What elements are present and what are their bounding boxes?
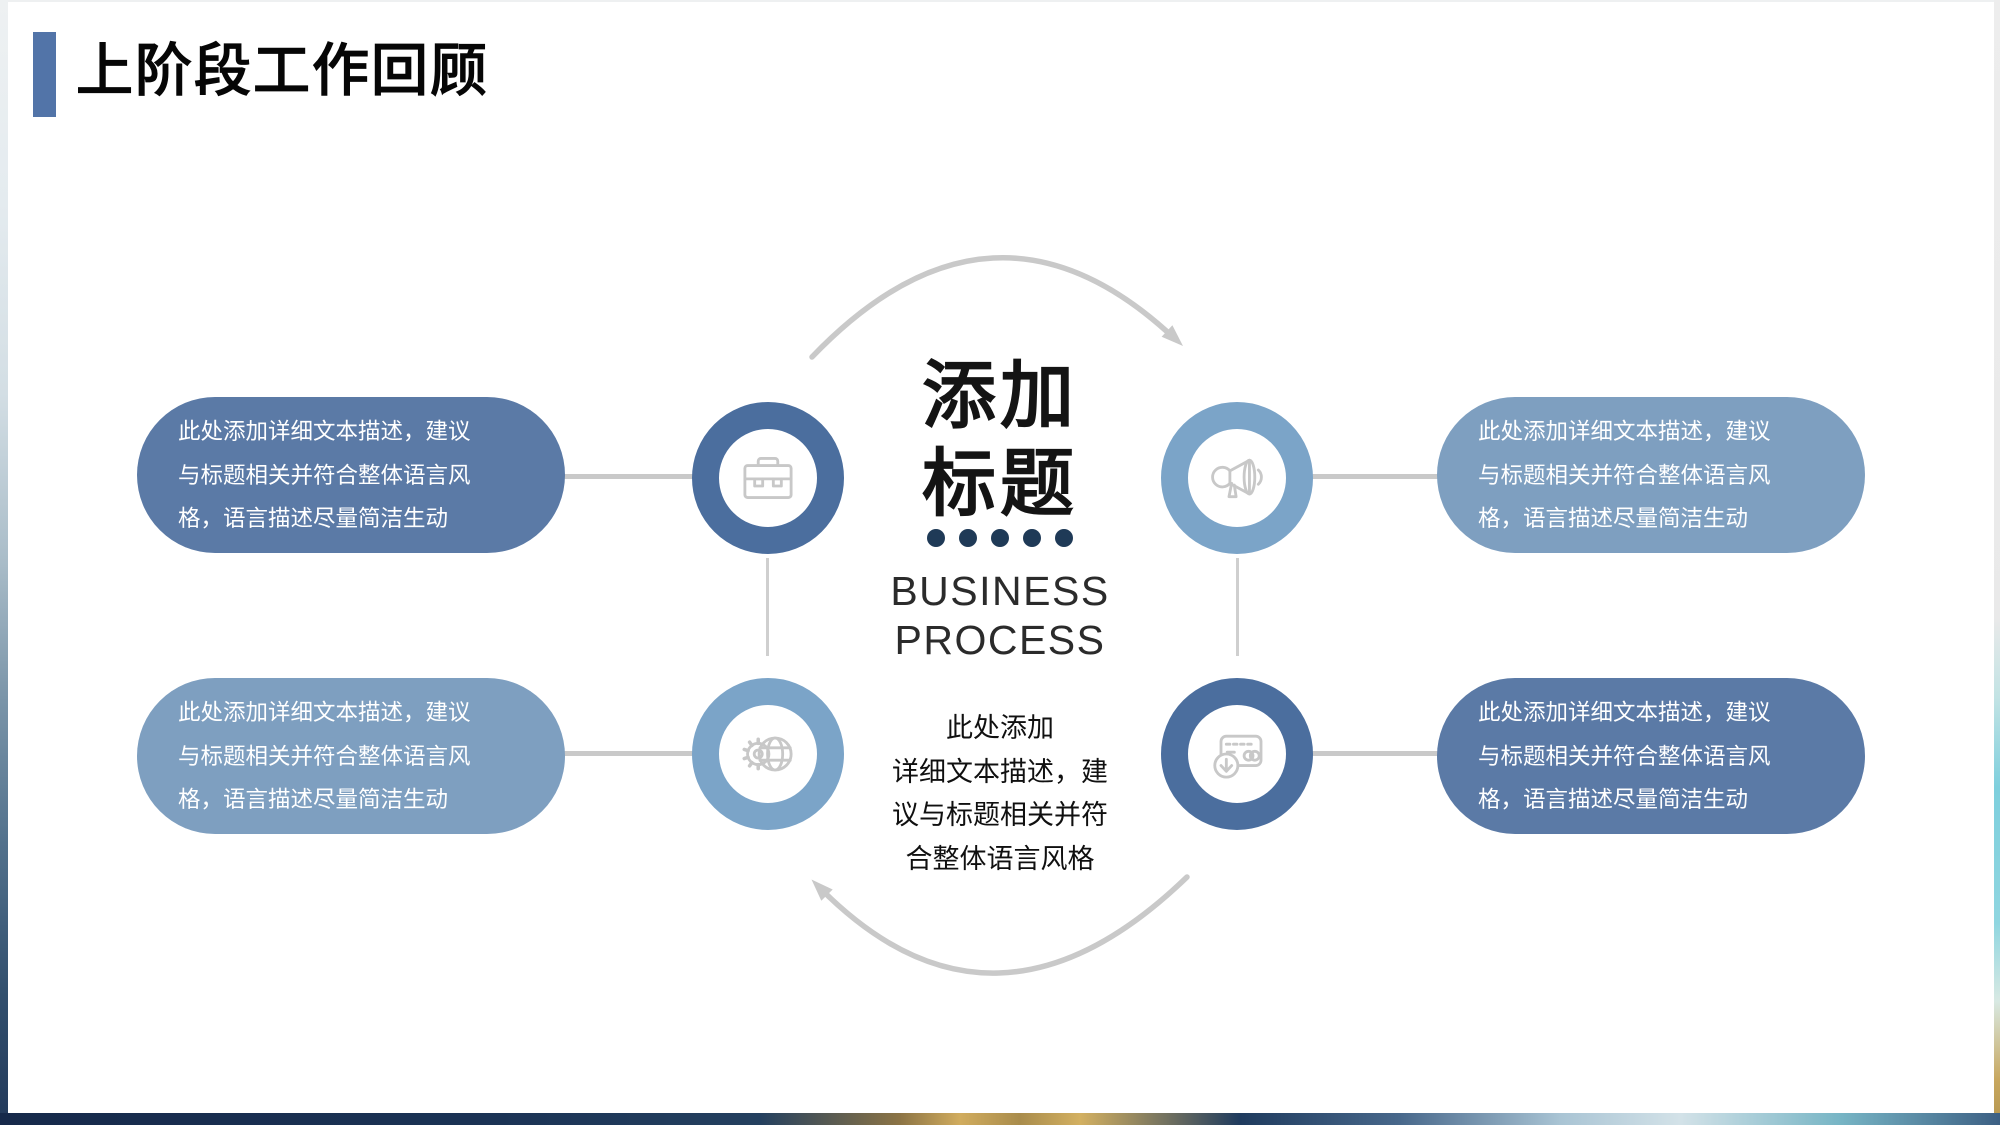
text-pill-bottom-right: 此处添加详细文本描述，建议 与标题相关并符合整体语言风 格，语言描述尽量简洁生动 — [1437, 678, 1865, 834]
connector-line — [556, 474, 696, 479]
connector-line — [766, 558, 769, 656]
center-subtitle-line1: BUSINESS — [890, 568, 1110, 614]
center-description-line: 详细文本描述，建 — [892, 756, 1108, 787]
center-subtitle: BUSINESS PROCESS — [800, 567, 1200, 665]
cycle-arrow-bottom — [811, 874, 1190, 976]
dot — [991, 529, 1009, 547]
pill-text-line: 此处添加详细文本描述，建议 — [178, 419, 471, 444]
title-accent-bar — [33, 32, 56, 117]
pill-text-line: 与标题相关并符合整体语言风 — [178, 743, 471, 769]
center-title-line2: 标题 — [922, 442, 1078, 525]
connector-line — [1308, 751, 1442, 756]
pill-text-line: 格，语言描述尽量简洁生动 — [1478, 506, 1749, 531]
text-pill-top-right: 此处添加详细文本描述，建议 与标题相关并符合整体语言风 格，语言描述尽量简洁生动 — [1437, 397, 1865, 553]
center-subtitle-line2: PROCESS — [894, 617, 1106, 663]
slide-card — [8, 2, 1994, 1113]
pill-text-line: 与标题相关并符合整体语言风 — [178, 462, 471, 488]
icon-ring-top-left — [692, 402, 844, 554]
pill-text-line: 与标题相关并符合整体语言风 — [1478, 462, 1771, 488]
page-title: 上阶段工作回顾 — [76, 39, 489, 103]
connector-line — [556, 751, 696, 756]
pill-text-line: 格，语言描述尽量简洁生动 — [1478, 787, 1749, 812]
gear-globe-icon — [742, 736, 793, 772]
icon-ring-bottom-right — [1161, 678, 1313, 830]
center-description-line: 议与标题相关并符 — [892, 800, 1108, 830]
pill-text-line: 此处添加详细文本描述，建议 — [1478, 700, 1771, 725]
background-photo-strip-bottom — [0, 1113, 2000, 1125]
text-pill-top-left: 此处添加详细文本描述，建议 与标题相关并符合整体语言风 格，语言描述尽量简洁生动 — [137, 397, 565, 553]
dot-separator — [927, 529, 1073, 547]
connector-line — [1236, 558, 1239, 656]
center-description-line: 此处添加 — [946, 713, 1054, 743]
dot — [1023, 529, 1041, 547]
connector-line — [1308, 474, 1442, 479]
megaphone-icon — [1211, 458, 1263, 499]
cycle-arrow-top — [809, 255, 1183, 360]
dot — [1055, 529, 1073, 547]
briefcase-icon — [743, 457, 793, 499]
pill-text-line: 此处添加详细文本描述，建议 — [1478, 419, 1771, 444]
pill-text-line: 格，语言描述尽量简洁生动 — [178, 506, 449, 531]
pill-text-line: 此处添加详细文本描述，建议 — [178, 700, 471, 725]
dot — [959, 529, 977, 547]
background-photo-strip-right — [1994, 0, 2000, 1125]
center-title: 添加 标题 — [840, 352, 1160, 528]
icon-ring-bottom-left — [692, 678, 844, 830]
icon-ring-top-right — [1161, 402, 1313, 554]
center-description-line: 合整体语言风格 — [905, 843, 1095, 874]
center-description: 此处添加 详细文本描述，建 议与标题相关并符 合整体语言风格 — [830, 707, 1170, 881]
background-photo-strip-left — [0, 0, 8, 1125]
pill-text-line: 格，语言描述尽量简洁生动 — [178, 787, 449, 812]
text-pill-bottom-left: 此处添加详细文本描述，建议 与标题相关并符合整体语言风 格，语言描述尽量简洁生动 — [137, 678, 565, 834]
card-download-icon — [1213, 734, 1263, 779]
dot — [927, 529, 945, 547]
center-title-line1: 添加 — [922, 354, 1078, 437]
pill-text-line: 与标题相关并符合整体语言风 — [1478, 743, 1771, 769]
